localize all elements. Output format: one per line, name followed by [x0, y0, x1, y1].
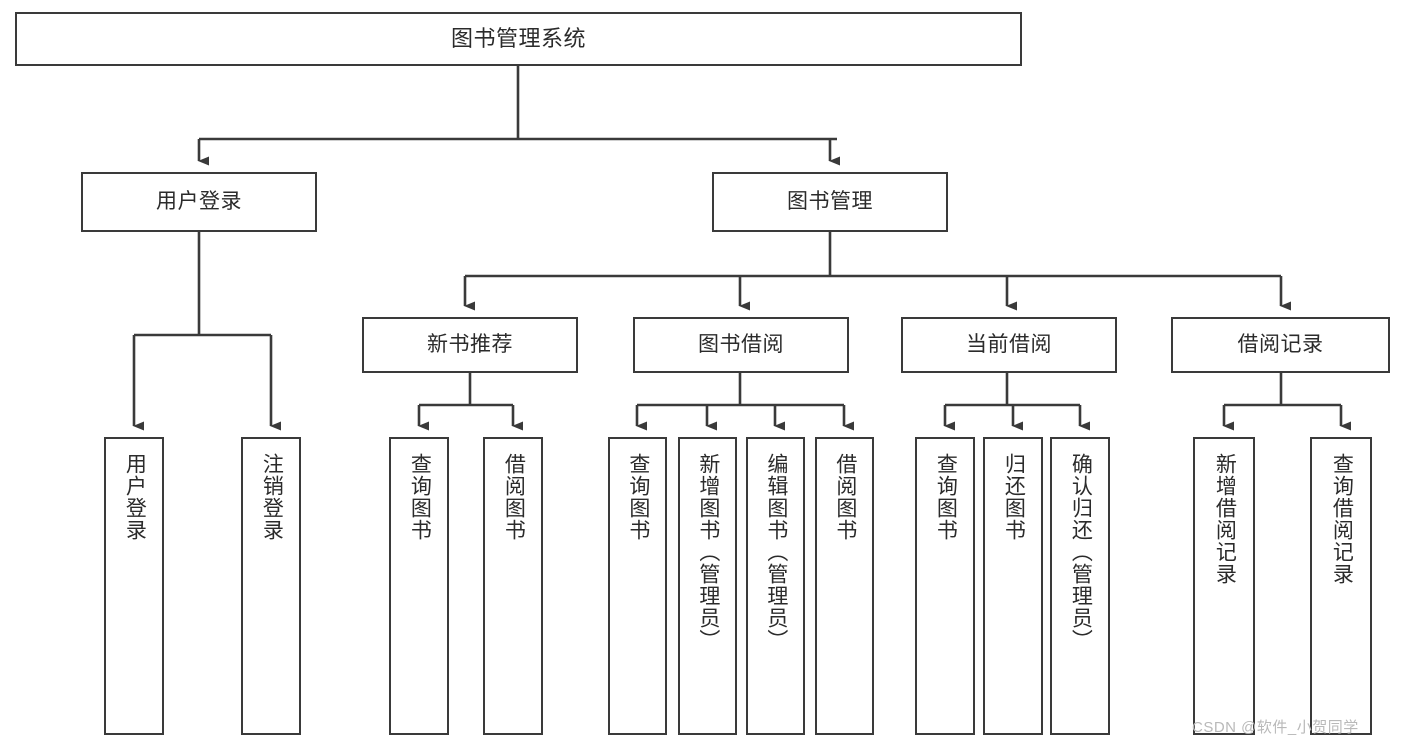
node-leaf-edit-book-label: 编辑图书（管理员）: [764, 453, 788, 651]
node-book-borrow[interactable]: 图书借阅: [633, 317, 849, 373]
node-leaf-query-record-label: 查询借阅记录: [1330, 453, 1354, 585]
node-new-book-rec[interactable]: 新书推荐: [362, 317, 578, 373]
node-leaf-confirm-return[interactable]: 确认归还（管理员）: [1050, 437, 1110, 735]
node-leaf-edit-book[interactable]: 编辑图书（管理员）: [746, 437, 805, 735]
node-new-book-rec-label: 新书推荐: [427, 333, 513, 357]
node-root[interactable]: 图书管理系统: [15, 12, 1022, 66]
node-user-login-label: 用户登录: [156, 190, 242, 214]
node-leaf-query-book-3[interactable]: 查询图书: [915, 437, 975, 735]
node-leaf-add-book[interactable]: 新增图书（管理员）: [678, 437, 737, 735]
node-book-borrow-label: 图书借阅: [698, 333, 784, 357]
node-leaf-add-record[interactable]: 新增借阅记录: [1193, 437, 1255, 735]
node-leaf-borrow-book-1-label: 借阅图书: [502, 453, 526, 541]
node-leaf-return-book-label: 归还图书: [1002, 453, 1026, 541]
node-leaf-query-book-2[interactable]: 查询图书: [608, 437, 667, 735]
node-leaf-query-book-1-label: 查询图书: [408, 453, 432, 541]
node-leaf-user-login[interactable]: 用户登录: [104, 437, 164, 735]
node-leaf-query-book-1[interactable]: 查询图书: [389, 437, 449, 735]
node-current-borrow[interactable]: 当前借阅: [901, 317, 1117, 373]
node-leaf-borrow-book-1[interactable]: 借阅图书: [483, 437, 543, 735]
node-leaf-logout[interactable]: 注销登录: [241, 437, 301, 735]
node-leaf-borrow-book-2[interactable]: 借阅图书: [815, 437, 874, 735]
node-root-label: 图书管理系统: [450, 25, 586, 51]
node-leaf-query-book-3-label: 查询图书: [934, 453, 958, 541]
node-leaf-add-record-label: 新增借阅记录: [1213, 453, 1237, 585]
node-leaf-borrow-book-2-label: 借阅图书: [833, 453, 857, 541]
node-leaf-add-book-label: 新增图书（管理员）: [696, 453, 720, 651]
node-book-manage[interactable]: 图书管理: [712, 172, 948, 232]
node-leaf-query-book-2-label: 查询图书: [626, 453, 650, 541]
node-borrow-record[interactable]: 借阅记录: [1171, 317, 1390, 373]
node-book-manage-label: 图书管理: [787, 190, 873, 214]
node-current-borrow-label: 当前借阅: [966, 333, 1052, 357]
node-leaf-user-login-label: 用户登录: [123, 453, 147, 541]
node-leaf-confirm-return-label: 确认归还（管理员）: [1069, 453, 1093, 651]
csdn-watermark: CSDN @软件_小贺同学: [1192, 719, 1359, 736]
node-leaf-return-book[interactable]: 归还图书: [983, 437, 1043, 735]
node-user-login[interactable]: 用户登录: [81, 172, 317, 232]
node-leaf-query-record[interactable]: 查询借阅记录: [1310, 437, 1372, 735]
node-leaf-logout-label: 注销登录: [260, 453, 284, 541]
node-borrow-record-label: 借阅记录: [1237, 333, 1324, 357]
